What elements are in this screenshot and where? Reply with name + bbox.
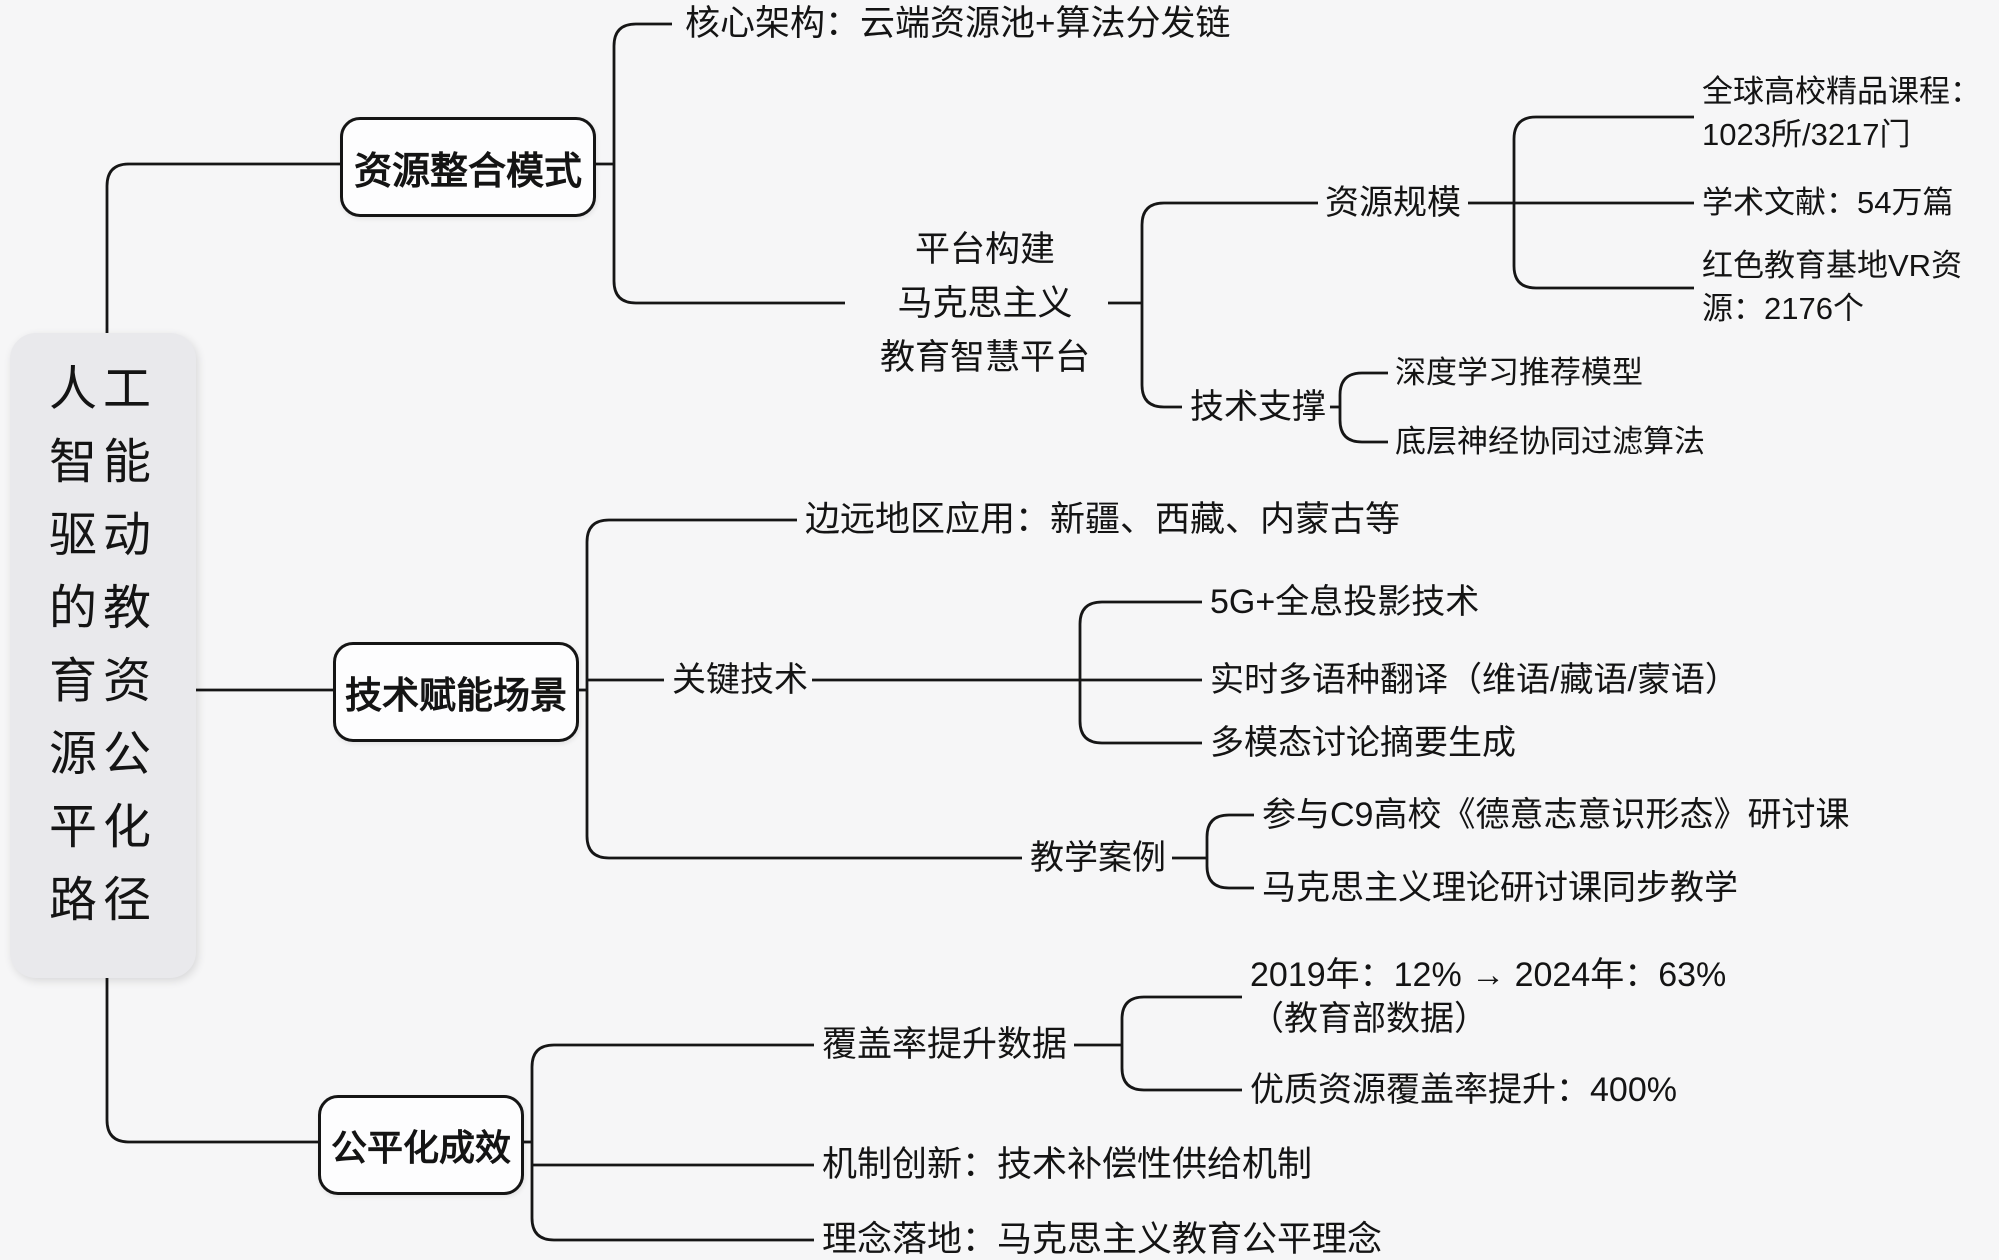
root-node-line: 智能: [48, 436, 157, 489]
root-node-line: 育资: [48, 655, 157, 708]
leaf-deep-learning-model[interactable]: 深度学习推荐模型: [1395, 355, 1643, 390]
leaf-vr-resources-line: 源：2176个: [1702, 291, 1864, 326]
root-node-line: 路径: [48, 874, 157, 927]
connector-branch1-trunk: [612, 22, 845, 305]
node-resource-scale[interactable]: 资源规模: [1325, 184, 1461, 222]
connector-root-branch3: [105, 958, 318, 1144]
connector-coverage-bracket: [1120, 995, 1242, 1092]
connector-techsupport-bracket: [1338, 371, 1388, 444]
root-node-line: 驱动: [48, 509, 157, 562]
leaf-marxism-sync-teaching[interactable]: 马克思主义理论研讨课同步教学: [1262, 869, 1738, 907]
leaf-multilingual-translation[interactable]: 实时多语种翻译（维语/藏语/蒙语）: [1210, 661, 1739, 699]
node-coverage-data[interactable]: 覆盖率提升数据: [822, 1025, 1068, 1064]
node-teaching-cases[interactable]: 教学案例: [1030, 839, 1166, 877]
connector-branch2-trunk: [585, 518, 1022, 860]
connector-scale-bracket: [1512, 115, 1694, 290]
node-platform-line: 平台构建: [914, 230, 1055, 269]
leaf-5g-holography[interactable]: 5G+全息投影技术: [1210, 583, 1480, 621]
leaf-multimodal-summary[interactable]: 多模态讨论摘要生成: [1210, 724, 1516, 762]
root-node-line: 平化: [48, 801, 157, 854]
connector-root-branch1: [105, 162, 340, 333]
leaf-c9-seminar[interactable]: 参与C9高校《德意志意识形态》研讨课: [1262, 796, 1850, 834]
node-platform-line: 教育智慧平台: [879, 338, 1090, 377]
node-equity-results[interactable]: 公平化成效: [318, 1095, 524, 1195]
connector-branch3-trunk: [530, 1043, 814, 1242]
node-platform-line: 马克思主义: [897, 284, 1073, 323]
leaf-coverage-increase[interactable]: 优质资源覆盖率提升：400%: [1250, 1071, 1677, 1109]
node-core-architecture[interactable]: 核心架构：云端资源池+算法分发链: [685, 4, 1231, 43]
node-remote-regions[interactable]: 边远地区应用：新疆、西藏、内蒙古等: [805, 500, 1401, 539]
root-node-line: 人工: [48, 363, 157, 416]
node-concept-implementation[interactable]: 理念落地：马克思主义教育公平理念: [822, 1220, 1383, 1259]
node-key-tech[interactable]: 关键技术: [672, 661, 808, 699]
root-node-line: 源公: [48, 728, 157, 781]
node-platform-build[interactable]: 平台构建 马克思主义 教育智慧平台: [785, 223, 1185, 385]
leaf-academic-papers[interactable]: 学术文献：54万篇: [1702, 185, 1954, 220]
leaf-vr-resources-line: 红色教育基地VR资: [1702, 248, 1963, 283]
node-mechanism-innovation[interactable]: 机制创新：技术补偿性供给机制: [822, 1145, 1313, 1184]
leaf-collaborative-filtering[interactable]: 底层神经协同过滤算法: [1395, 424, 1705, 459]
connector-keytech-bracket: [1078, 600, 1202, 745]
connector-cases-bracket: [1205, 813, 1254, 890]
connector-platform-trunk: [1140, 201, 1318, 409]
leaf-coverage-trend-line: 2019年：12% → 2024年：63%: [1250, 956, 1727, 994]
node-resource-integration[interactable]: 资源整合模式: [340, 117, 596, 217]
leaf-coverage-trend-line: （教育部数据）: [1250, 1000, 1488, 1038]
root-node-line: 的教: [48, 582, 157, 635]
leaf-global-courses[interactable]: 全球高校精品课程： 1023所/3217门: [1702, 70, 1981, 156]
leaf-coverage-trend[interactable]: 2019年：12% → 2024年：63% （教育部数据）: [1250, 953, 1726, 1041]
leaf-global-courses-line: 1023所/3217门: [1702, 117, 1911, 152]
leaf-global-courses-line: 全球高校精品课程：: [1702, 74, 1981, 109]
node-tech-empowerment[interactable]: 技术赋能场景: [333, 642, 579, 742]
leaf-vr-resources[interactable]: 红色教育基地VR资 源：2176个: [1702, 244, 1962, 330]
root-node[interactable]: 人工 智能 驱动 的教 育资 源公 平化 路径: [10, 333, 196, 978]
node-tech-support[interactable]: 技术支撑: [1190, 388, 1326, 426]
